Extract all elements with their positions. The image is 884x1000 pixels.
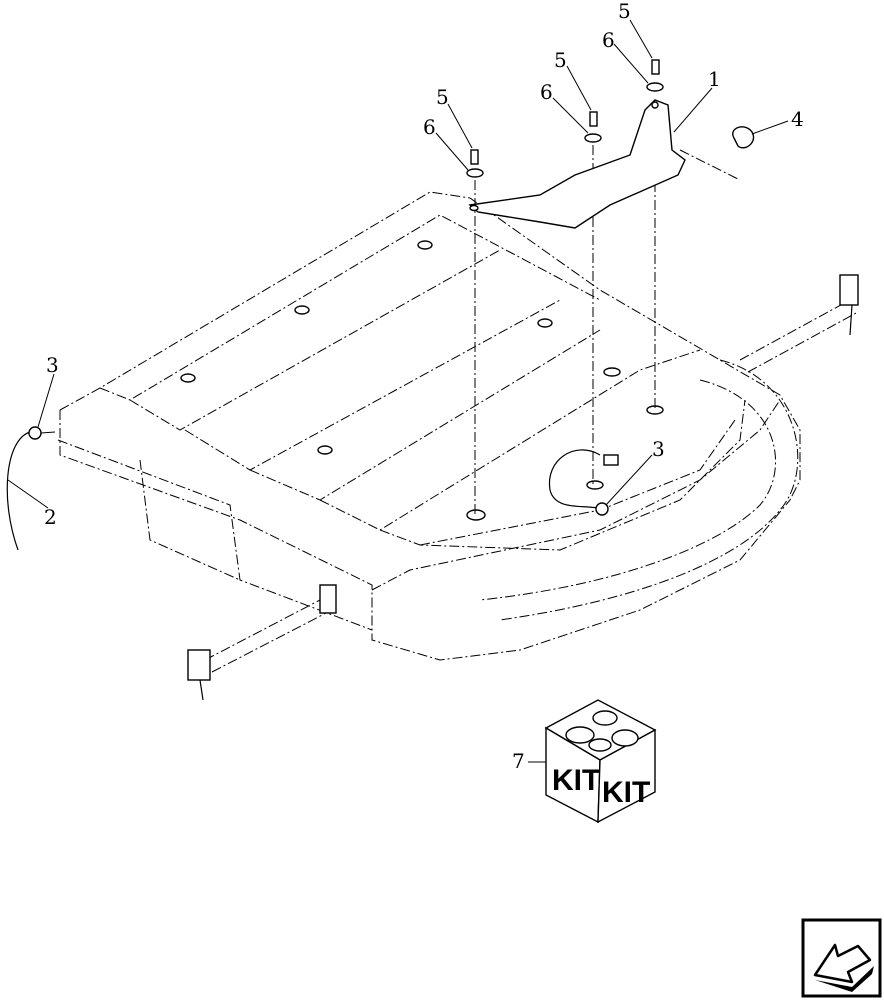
back-arrow-icon <box>813 943 872 984</box>
wire-clip <box>732 126 755 149</box>
kit-box: KIT KIT <box>544 699 657 824</box>
sensor-cable-left <box>6 426 56 551</box>
kit-contents <box>565 710 639 752</box>
bracket-hole <box>651 101 659 109</box>
kit-label-left: KIT <box>552 764 600 797</box>
callout-3-right: 3 <box>652 437 665 461</box>
callout-5-left: 5 <box>436 85 449 109</box>
callout-7: 7 <box>512 749 525 773</box>
callout-5-top: 5 <box>618 0 631 23</box>
callout-5-middle: 5 <box>554 48 567 72</box>
kit-label-right: KIT <box>602 776 650 809</box>
bolt-washer-set-1 <box>466 149 484 178</box>
bracket-hole <box>469 204 479 212</box>
sensor-cable-right <box>548 449 619 516</box>
leader-lines <box>7 19 789 763</box>
callout-6-middle: 6 <box>540 80 553 104</box>
callout-3-left: 3 <box>46 353 59 377</box>
platform-assembly <box>57 191 859 673</box>
callout-4: 4 <box>791 107 804 131</box>
callout-2: 2 <box>44 505 57 529</box>
callout-6-top: 6 <box>602 28 615 52</box>
callout-labels: 1 2 3 3 4 5 5 5 6 6 6 7 <box>44 0 804 773</box>
mounting-bracket <box>468 99 686 229</box>
back-arrow-shadow <box>815 966 874 992</box>
callout-1: 1 <box>708 67 721 91</box>
bolt-washer-set-3 <box>646 59 664 92</box>
mount-bosses <box>180 240 664 521</box>
callout-6-left: 6 <box>423 115 436 139</box>
bolt-washer-set-2 <box>584 111 602 143</box>
back-arrow-button[interactable] <box>801 918 882 998</box>
bar-end-connectors <box>187 274 859 701</box>
